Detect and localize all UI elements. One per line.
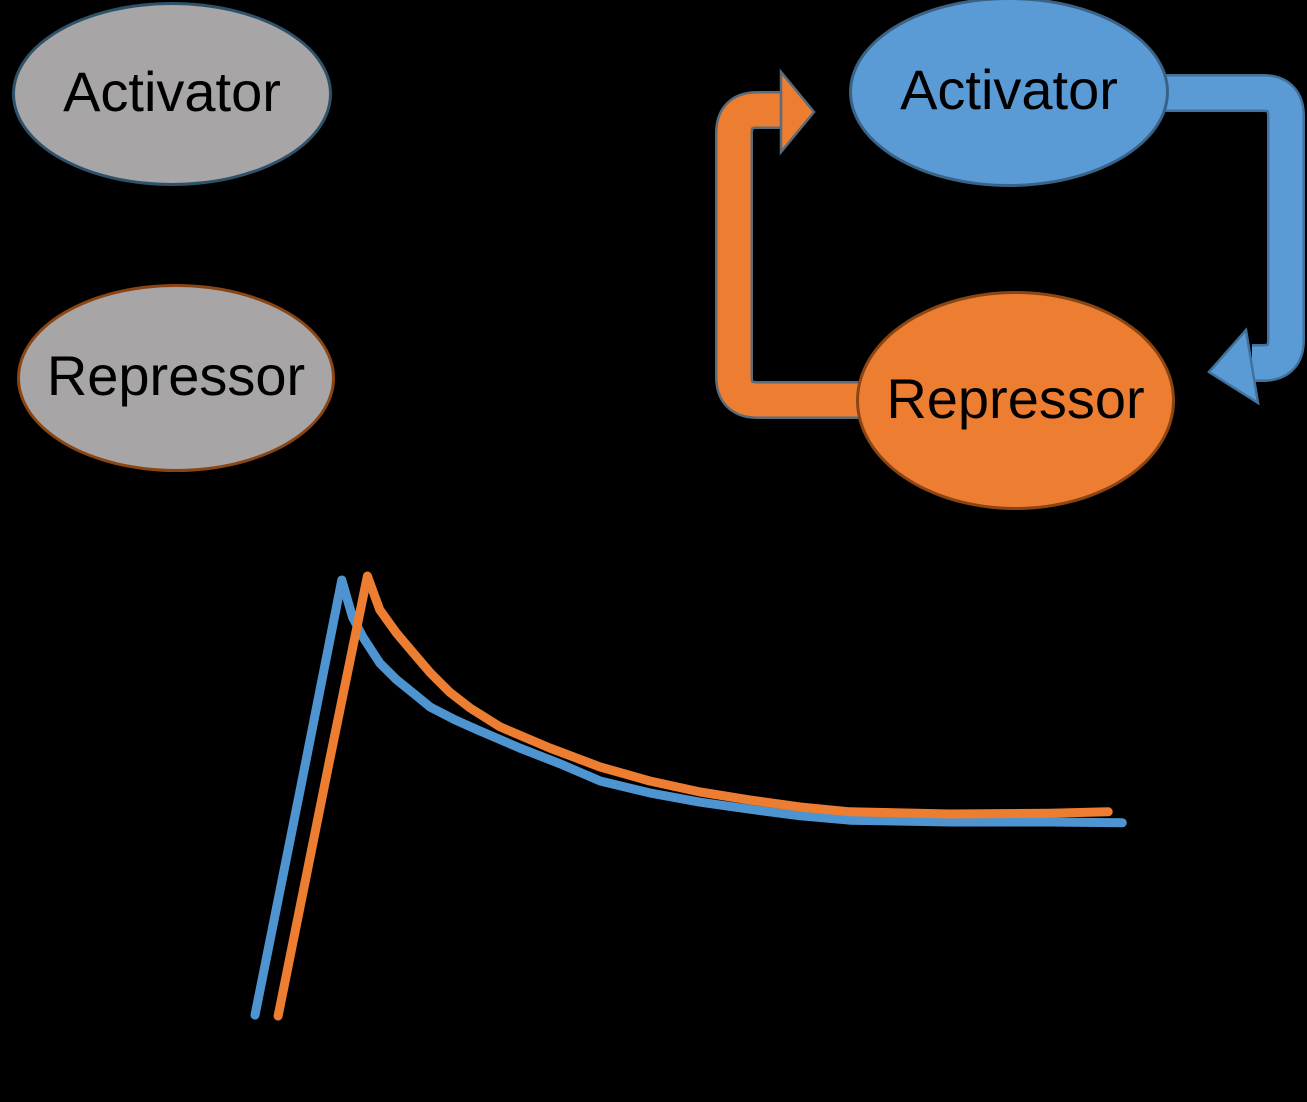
curve-activator: [250, 575, 1127, 1020]
arrow-outline: [715, 91, 870, 419]
arrow-activator-to-repressor-icon: [1160, 74, 1305, 406]
arrow-head: [779, 68, 816, 156]
node-label: Repressor: [46, 344, 306, 407]
curve-repressor: [273, 571, 1113, 1021]
arrow-shaft: [717, 93, 870, 417]
arrow-outline: [1160, 74, 1305, 382]
node-activator-plain: Activator: [12, 2, 332, 186]
node-repressor-plain: Repressor: [17, 284, 335, 472]
arrow-repressor-to-activator-icon: [715, 68, 870, 419]
arrow-shaft: [1160, 76, 1303, 380]
chart-curves: [250, 571, 1127, 1021]
node-label: Repressor: [886, 366, 1145, 430]
node-label: Activator: [900, 58, 1118, 121]
node-repressor-loop: Repressor: [856, 291, 1175, 510]
node-label: Activator: [63, 60, 281, 123]
arrow-head: [1207, 327, 1260, 406]
node-activator-loop: Activator: [849, 0, 1169, 187]
